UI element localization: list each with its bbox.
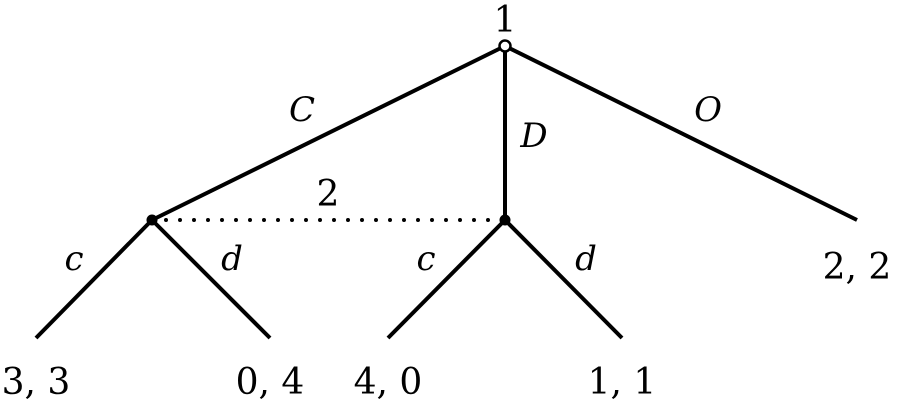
action-label-middle-d: d	[575, 239, 597, 279]
action-label-left-c: c	[64, 239, 83, 279]
edge-root-C	[151, 44, 506, 222]
payoff-D-c: 4, 0	[354, 362, 423, 403]
decision-node-left	[146, 214, 158, 226]
action-label-middle-c: c	[416, 239, 435, 279]
edge-left-c	[34, 218, 154, 340]
edge-middle-d	[503, 218, 624, 340]
info-set-player-label: 2	[317, 174, 340, 215]
action-label-D: D	[519, 116, 547, 156]
payoff-O: 2, 2	[823, 247, 892, 288]
payoff-C-d: 0, 4	[236, 362, 305, 403]
edge-root-O	[504, 44, 858, 222]
action-label-left-d: d	[221, 239, 243, 279]
root-player-label: 1	[494, 0, 517, 41]
action-label-C: C	[289, 90, 315, 130]
edge-middle-c	[386, 218, 507, 340]
action-label-O: O	[694, 90, 722, 130]
decision-node-middle	[499, 214, 511, 226]
payoff-D-d: 1, 1	[588, 362, 657, 403]
edge-left-d	[150, 218, 272, 340]
payoff-C-c: 3, 3	[2, 362, 71, 403]
root-node	[498, 39, 512, 53]
